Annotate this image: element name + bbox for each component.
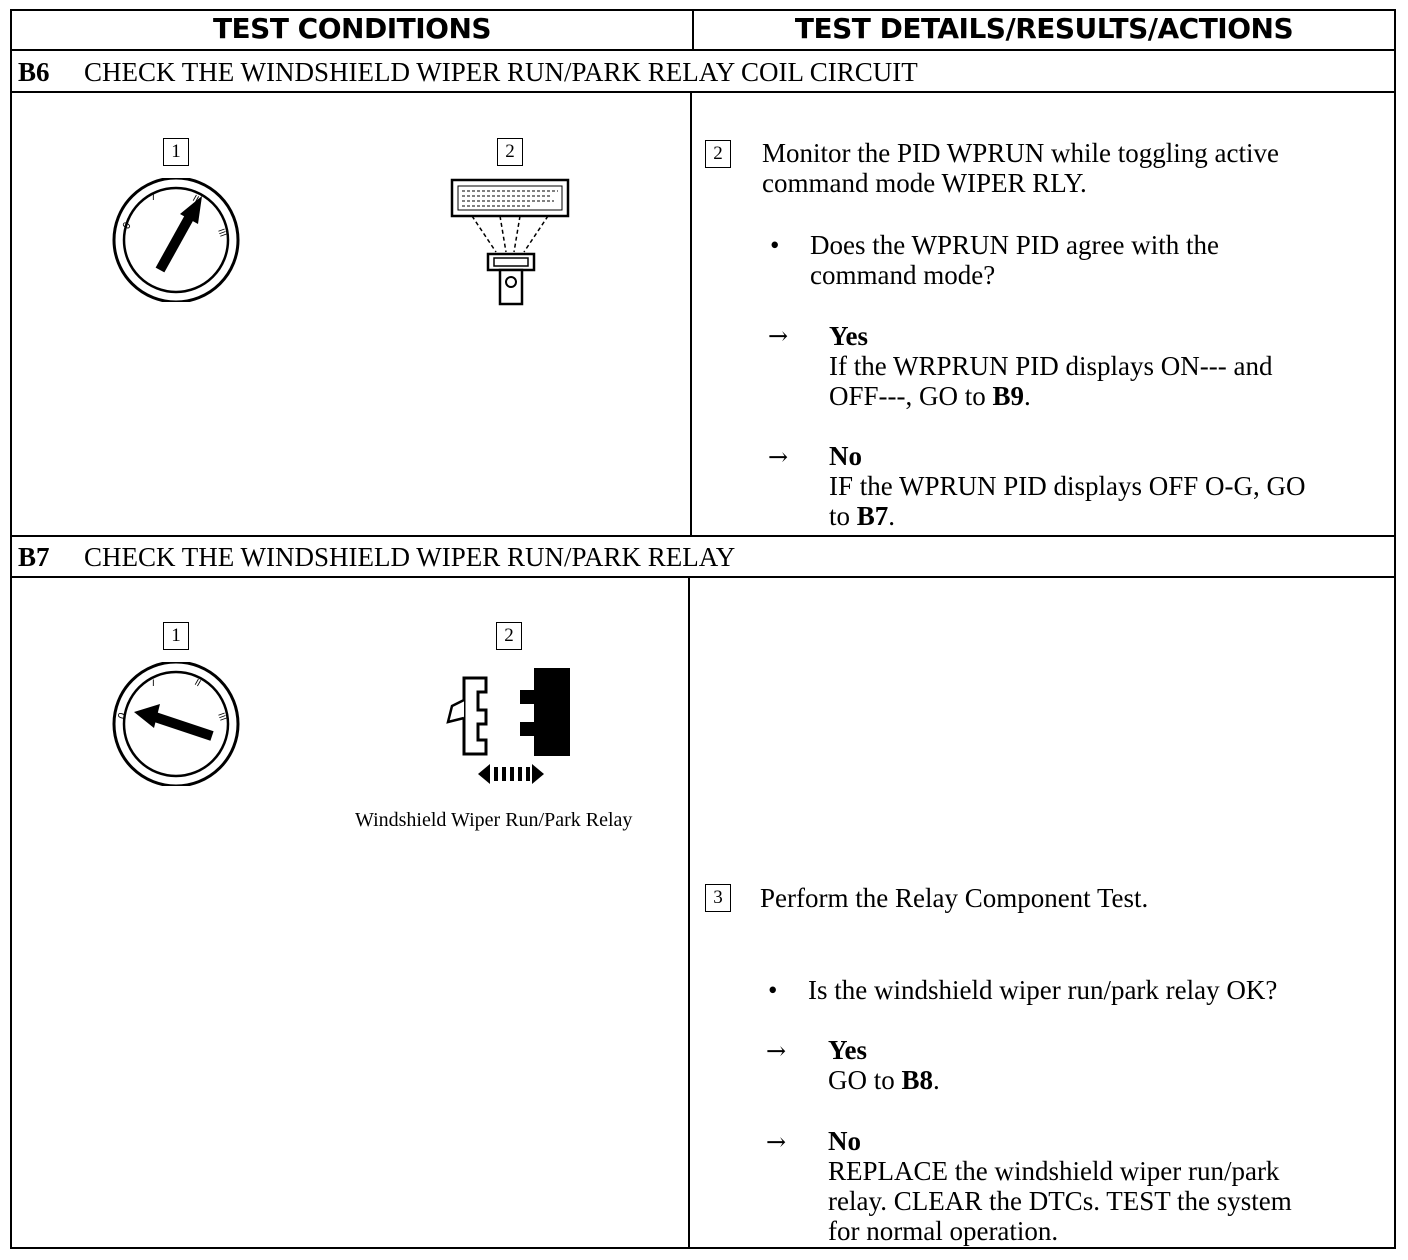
b7-no-line-3: for normal operation.: [828, 1216, 1059, 1246]
svg-text:II: II: [191, 194, 201, 205]
b6-no-label: No: [829, 441, 862, 471]
b6-column-divider: [690, 91, 692, 537]
b7-yes-goto-link[interactable]: B8: [901, 1065, 934, 1095]
b7-question: Is the windshield wiper run/park relay O…: [808, 975, 1278, 1005]
svg-text:0: 0: [121, 220, 134, 231]
b6-question-line-2: command mode?: [810, 260, 996, 290]
b6-no-arrow: →: [768, 443, 789, 471]
b7-yes-line: GO to B8.: [828, 1065, 940, 1095]
header-test-conditions: TEST CONDITIONS: [212, 12, 492, 45]
b7-figure-1-number: 1: [163, 622, 189, 650]
b6-section-title: B6 CHECK THE WINDSHIELD WIPER RUN/PARK RE…: [18, 52, 918, 92]
b7-title-bottom-rule: [10, 576, 1396, 578]
b7-yes-arrow: →: [766, 1037, 787, 1065]
b7-step-instruction: Perform the Relay Component Test.: [760, 883, 1149, 913]
table-frame: [10, 9, 1396, 1249]
header-bottom-rule: [10, 49, 1396, 51]
b7-section-title: B7 CHECK THE WINDSHIELD WIPER RUN/PARK RE…: [18, 537, 735, 577]
b6-no-line-2: to B7.: [829, 501, 896, 531]
b7-yes-label: Yes: [828, 1035, 867, 1065]
b6-figure-2-number: 2: [497, 138, 523, 166]
b6-yes-line-1: If the WRPRUN PID displays ON--- and: [829, 351, 1273, 381]
b6-figure-1-number: 1: [163, 138, 189, 166]
b7-no-result: No REPLACE the windshield wiper run/park…: [828, 1126, 1388, 1246]
b6-question-bullet: •: [770, 230, 780, 260]
svg-text:III: III: [215, 228, 227, 239]
b6-yes-arrow: →: [768, 322, 789, 350]
b6-title-text: CHECK THE WINDSHIELD WIPER RUN/PARK RELA…: [84, 57, 918, 87]
b6-no-result: No IF the WPRUN PID displays OFF O-G, GO…: [829, 441, 1384, 531]
b7-question-bullet: •: [768, 975, 778, 1005]
svg-text:II: II: [193, 678, 203, 689]
svg-text:I: I: [152, 193, 155, 203]
scan-tool-connector-icon: [450, 178, 570, 306]
b6-no-line-1: IF the WPRUN PID displays OFF O-G, GO: [829, 471, 1306, 501]
column-divider-top: [692, 9, 694, 51]
b6-step-id: B6: [18, 57, 50, 87]
b6-yes-result: Yes If the WRPRUN PID displays ON--- and…: [829, 321, 1384, 411]
svg-text:I: I: [152, 679, 155, 689]
b6-step-number: 2: [705, 140, 731, 168]
b6-yes-line-2: OFF---, GO to B9.: [829, 381, 1031, 411]
b7-no-label: No: [828, 1126, 861, 1156]
svg-text:0: 0: [116, 711, 129, 721]
header-test-details: TEST DETAILS/RESULTS/ACTIONS: [794, 12, 1294, 45]
b6-step-line-2: command mode WIPER RLY.: [762, 168, 1087, 198]
relay-connector-icon: [446, 668, 570, 784]
b7-figure-2-number: 2: [496, 622, 522, 650]
b6-bottom-rule: [10, 535, 1396, 537]
b7-no-arrow: →: [766, 1128, 787, 1156]
b6-step-line-1: Monitor the PID WPRUN while toggling act…: [762, 138, 1279, 168]
b7-step-id: B7: [18, 542, 50, 572]
b6-question: Does the WPRUN PID agree with the comman…: [810, 230, 1380, 290]
b6-yes-goto-link[interactable]: B9: [992, 381, 1025, 411]
b6-step-instruction: Monitor the PID WPRUN while toggling act…: [762, 138, 1382, 198]
b7-no-line-2: relay. CLEAR the DTCs. TEST the system: [828, 1186, 1292, 1216]
b7-column-divider: [688, 576, 690, 1249]
b7-yes-result: Yes GO to B8.: [828, 1035, 1383, 1095]
relay-figure-caption: Windshield Wiper Run/Park Relay: [355, 809, 633, 831]
b6-question-line-1: Does the WPRUN PID agree with the: [810, 230, 1219, 260]
b6-no-goto-link[interactable]: B7: [856, 501, 889, 531]
ignition-key-run-icon: 0 I II III: [112, 178, 240, 302]
ignition-key-off-icon: 0 I II III: [112, 662, 240, 786]
b7-title-text: CHECK THE WINDSHIELD WIPER RUN/PARK RELA…: [84, 542, 736, 572]
b6-yes-label: Yes: [829, 321, 868, 351]
b7-no-line-1: REPLACE the windshield wiper run/park: [828, 1156, 1280, 1186]
b6-title-bottom-rule: [10, 91, 1396, 93]
svg-text:III: III: [215, 712, 227, 723]
b7-step-number: 3: [705, 884, 731, 912]
